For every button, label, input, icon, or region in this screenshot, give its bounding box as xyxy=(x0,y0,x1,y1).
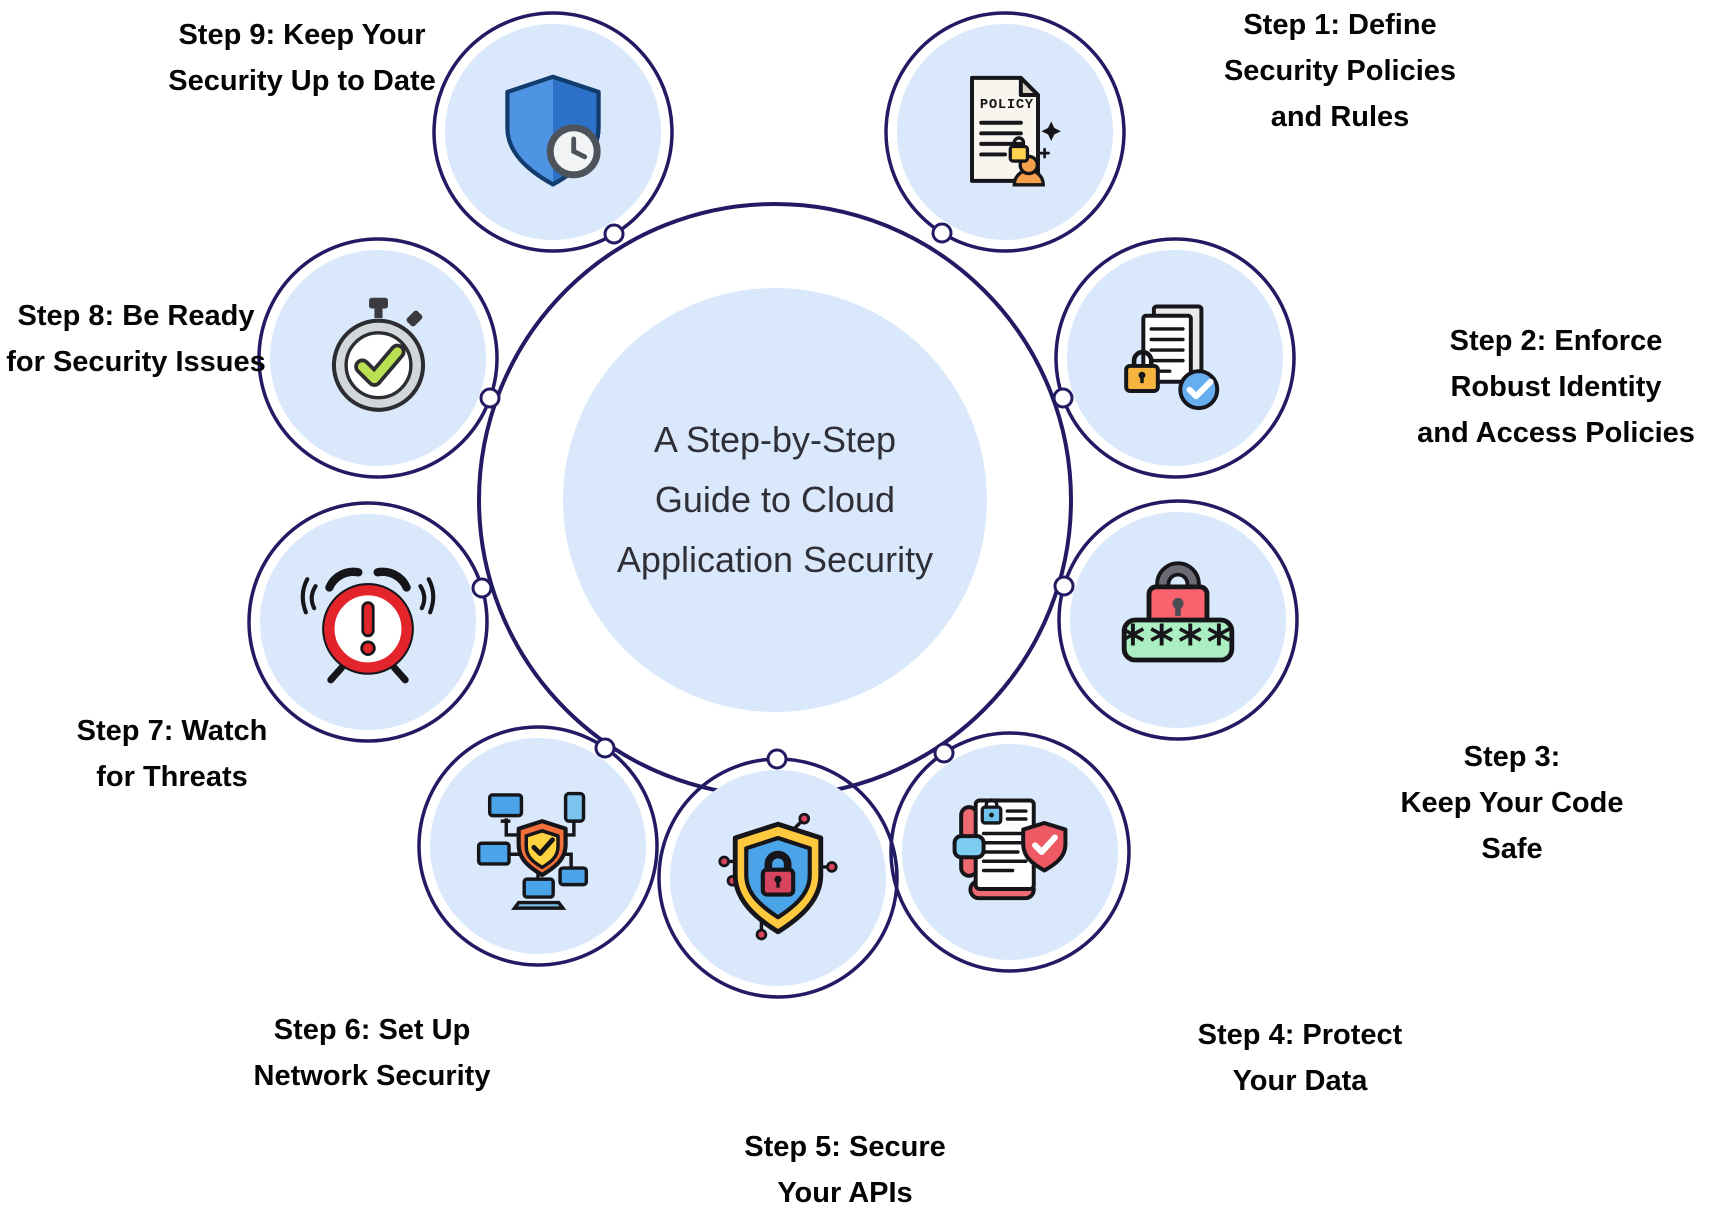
identity-verification-icon xyxy=(1124,304,1220,411)
svg-text:POLICY: POLICY xyxy=(980,97,1034,113)
step-2-label-line: Step 2: Enforce xyxy=(1449,325,1663,357)
junction-dot xyxy=(933,742,955,764)
step-2-label-line: Robust Identity xyxy=(1450,371,1662,403)
center-title-line: Application Security xyxy=(616,539,934,580)
step-7-label-line: Step 7: Watch xyxy=(76,715,268,747)
step-6-circle xyxy=(430,738,646,954)
shield-circuit-lock-icon xyxy=(718,812,838,941)
center-title-line: A Step-by-Step xyxy=(653,419,897,460)
step-1-label-line: Security Policies xyxy=(1223,55,1457,87)
step-5-label-line: Step 5: Secure xyxy=(744,1131,946,1163)
step-4-label-line: Step 4: Protect xyxy=(1197,1019,1403,1051)
step-9-label: Step 9: Keep Your Security Up to Date xyxy=(168,12,436,104)
step-6-label-line: Step 6: Set Up xyxy=(273,1014,471,1046)
center-circle: A Step-by-Step Guide to Cloud Applicatio… xyxy=(563,288,987,712)
step-4-label-line: Your Data xyxy=(1232,1065,1368,1097)
step-1-label: Step 1: Define Security Policies and Rul… xyxy=(1224,2,1456,140)
step-5-circle xyxy=(670,770,886,986)
step-7-label-line: for Threats xyxy=(96,761,248,793)
junction-dot xyxy=(1052,387,1074,409)
step-5-label: Step 5: Secure Your APIs xyxy=(744,1124,945,1216)
center-title-line: Guide to Cloud xyxy=(654,479,896,520)
policy-document-icon: POLICY xyxy=(970,75,1061,187)
document-protection-icon xyxy=(952,798,1068,901)
step-8-circle xyxy=(270,250,486,466)
step-1-label-line: Step 1: Define xyxy=(1243,9,1437,41)
svg-text:****: **** xyxy=(1121,616,1236,671)
step-4-label: Step 4: Protect Your Data xyxy=(1198,1012,1403,1104)
step-8-label-line: for Security Issues xyxy=(6,346,266,378)
password-lock-icon: **** xyxy=(1121,561,1236,671)
junction-dot xyxy=(766,748,788,770)
junction-dot xyxy=(471,577,493,599)
step-3-label: Step 3: Keep Your Code Safe xyxy=(1401,734,1624,872)
step-4-circle xyxy=(902,744,1118,960)
junction-dot xyxy=(594,737,616,759)
step-9-label-line: Step 9: Keep Your xyxy=(178,19,426,51)
step-1-circle: POLICY xyxy=(897,24,1113,240)
step-7-label: Step 7: Watch for Threats xyxy=(77,708,268,800)
step-7-circle xyxy=(260,514,476,730)
step-5-label-line: Your APIs xyxy=(777,1177,913,1209)
step-8-label-line: Step 8: Be Ready xyxy=(17,300,255,332)
junction-dot xyxy=(931,222,953,244)
alarm-clock-alert-icon xyxy=(300,567,436,684)
center-title: A Step-by-Step Guide to Cloud Applicatio… xyxy=(617,410,933,590)
step-2-label: Step 2: Enforce Robust Identity and Acce… xyxy=(1417,318,1695,456)
step-8-label: Step 8: Be Ready for Security Issues xyxy=(6,293,266,385)
network-shield-icon xyxy=(476,791,589,910)
stopwatch-checkmark-icon xyxy=(331,297,425,412)
step-6-label-line: Network Security xyxy=(253,1060,491,1092)
step-6-label: Step 6: Set Up Network Security xyxy=(254,1007,491,1099)
step-2-label-line: and Access Policies xyxy=(1417,417,1695,449)
shield-clock-icon xyxy=(505,74,601,187)
step-1-label-line: and Rules xyxy=(1270,101,1410,133)
junction-dot xyxy=(1053,575,1075,597)
step-3-circle: **** xyxy=(1070,512,1286,728)
junction-dot xyxy=(603,223,625,245)
step-9-circle xyxy=(445,24,661,240)
step-2-circle xyxy=(1067,250,1283,466)
step-3-label-line: Step 3: xyxy=(1463,741,1561,773)
step-9-label-line: Security Up to Date xyxy=(168,65,436,97)
step-3-label-line: Safe xyxy=(1481,833,1543,865)
step-3-label-line: Keep Your Code xyxy=(1400,787,1624,819)
junction-dot xyxy=(479,387,501,409)
